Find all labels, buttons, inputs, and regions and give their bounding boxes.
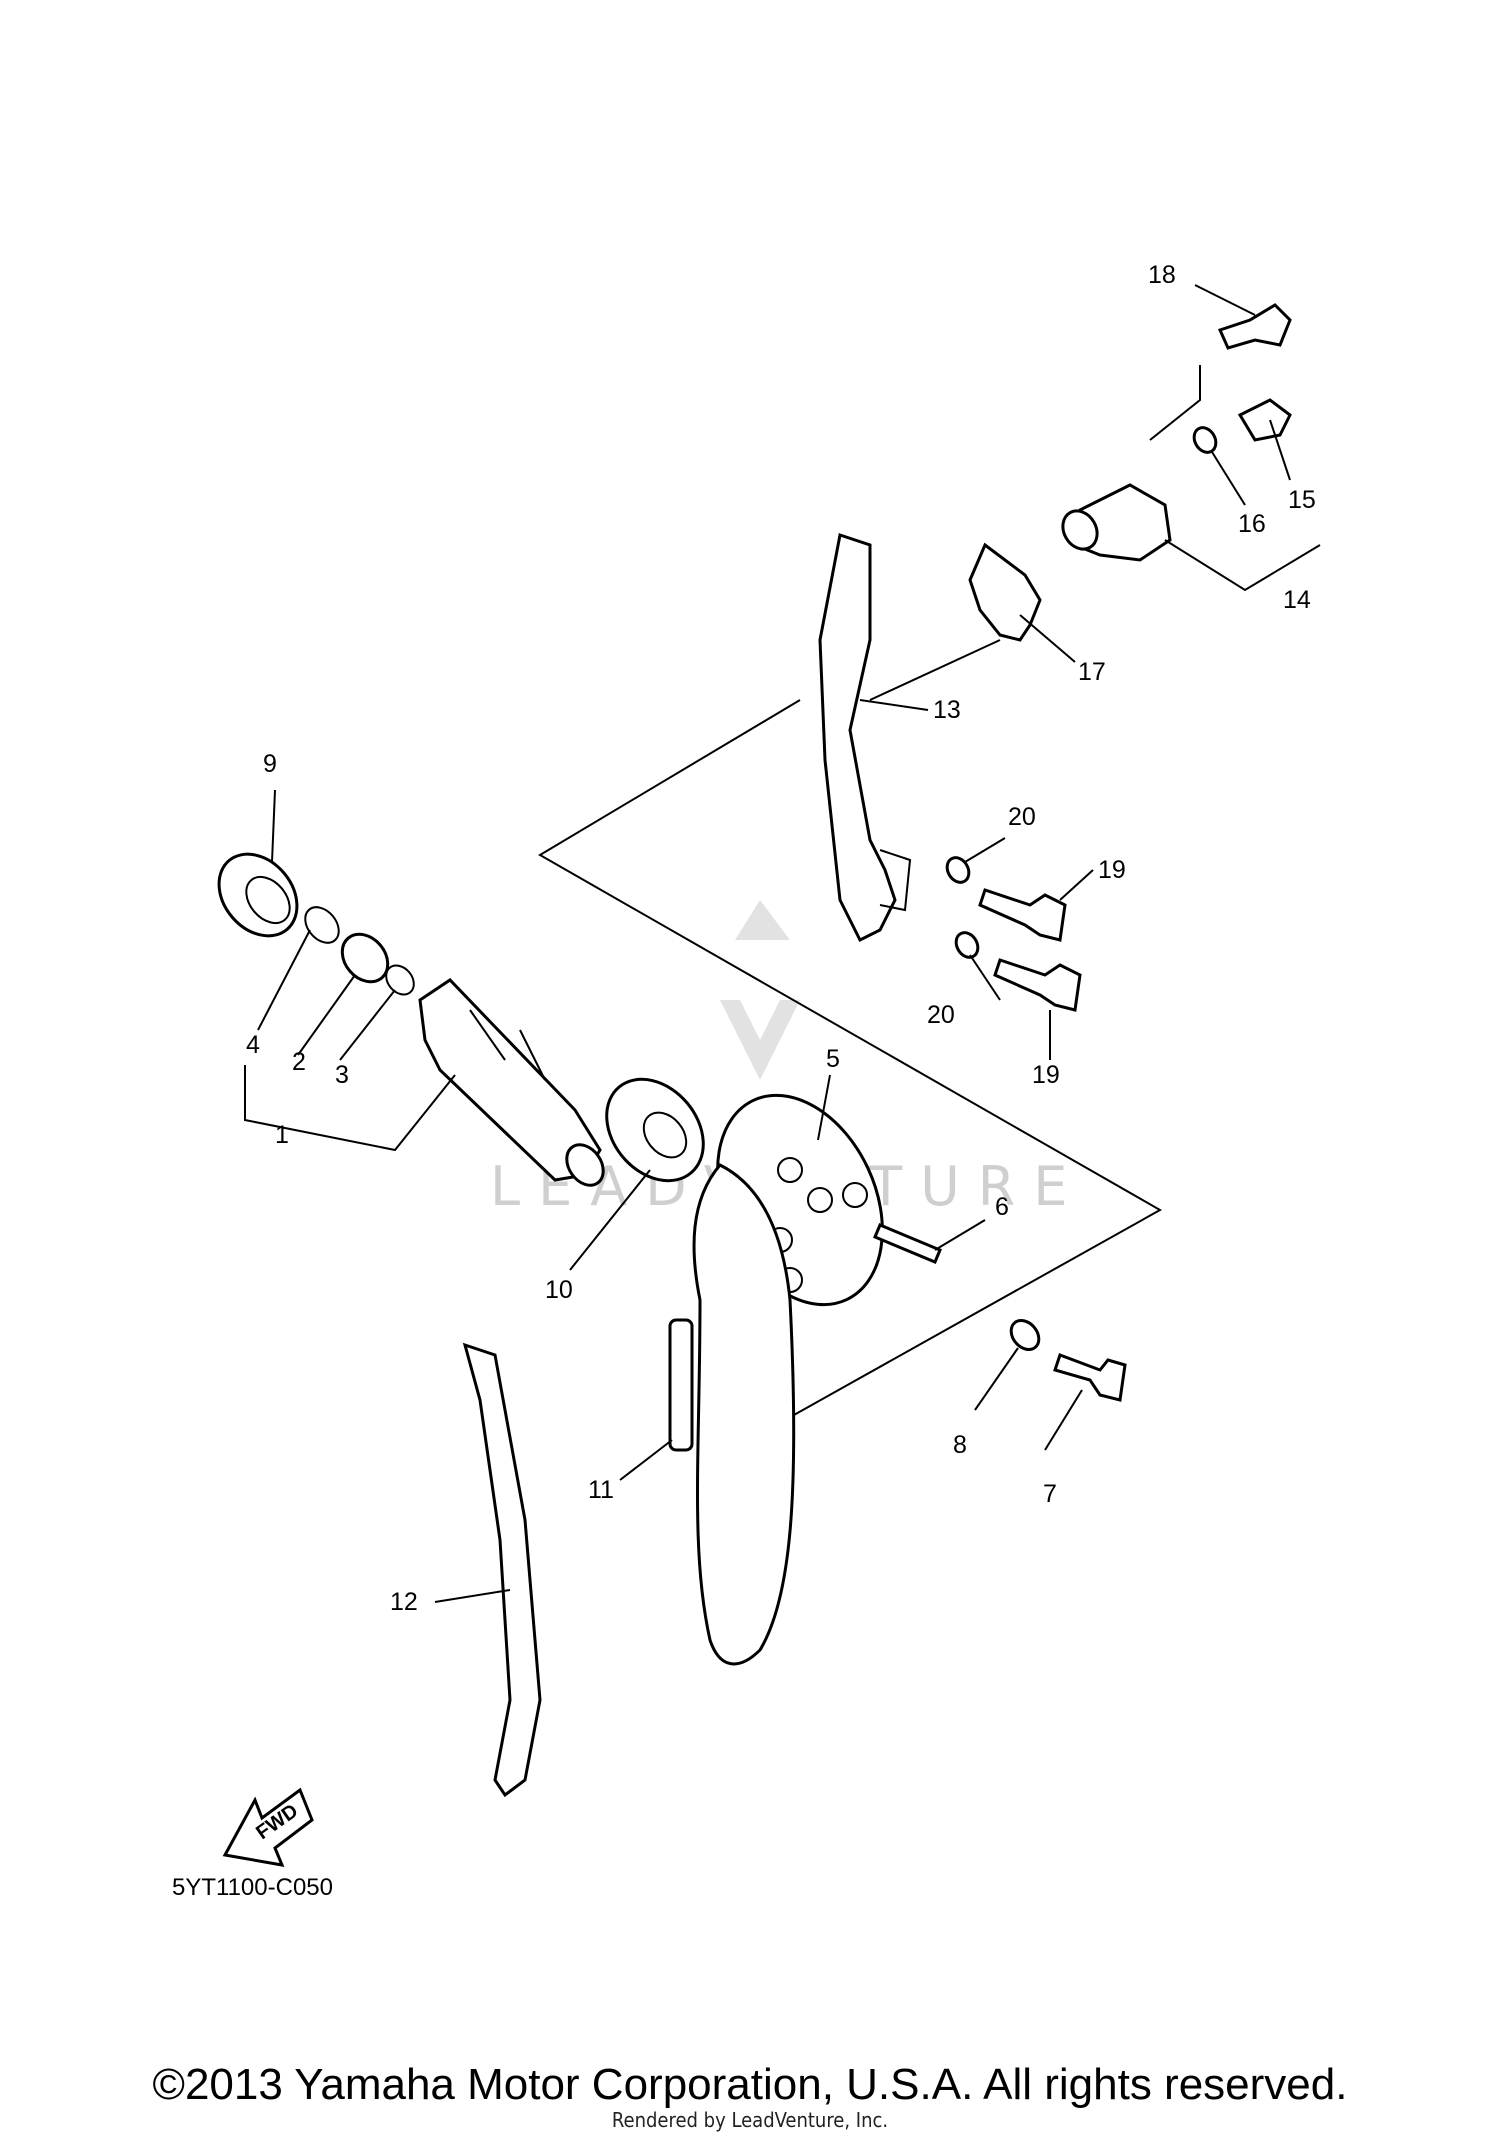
- bolt-19b: [993, 958, 1082, 1012]
- bearing-10: [605, 1077, 705, 1183]
- bolt-18: [1217, 303, 1292, 350]
- label-7: 7: [1043, 1480, 1057, 1508]
- label-11: 11: [588, 1476, 614, 1504]
- cam-chain: [668, 1163, 796, 1666]
- label-12: 12: [390, 1588, 418, 1616]
- leader-lines: [244, 284, 1321, 1603]
- label-2: 2: [292, 1048, 306, 1076]
- washer-20b: [954, 931, 980, 959]
- label-13: 13: [933, 696, 961, 724]
- gasket-17: [968, 542, 1042, 642]
- label-20a: 20: [1008, 803, 1036, 831]
- label-9: 9: [263, 750, 277, 778]
- bolt-19a: [978, 888, 1067, 942]
- tensioner-guide-13: [818, 533, 912, 943]
- dowel-pin-6: [873, 1223, 942, 1264]
- label-8: 8: [953, 1431, 967, 1459]
- washer-16: [1192, 426, 1218, 454]
- washer-8: [1009, 1319, 1041, 1351]
- bolt-7: [1053, 1353, 1127, 1402]
- tensioner-14: [1061, 483, 1172, 562]
- chain-guide-12: [462, 1342, 542, 1798]
- label-20b: 20: [927, 1001, 955, 1029]
- label-14: 14: [1283, 586, 1311, 614]
- label-17: 17: [1078, 658, 1106, 686]
- label-18: 18: [1148, 261, 1176, 289]
- label-3: 3: [335, 1061, 349, 1089]
- copyright-notice: ©2013 Yamaha Motor Corporation, U.S.A. A…: [152, 2060, 1348, 2109]
- fwd-arrow: FWD: [222, 1787, 314, 1867]
- bearing-9: [217, 852, 299, 938]
- label-5: 5: [826, 1045, 840, 1073]
- sleeve-2: [340, 932, 390, 984]
- label-10: 10: [545, 1276, 573, 1304]
- washer-20a: [945, 856, 971, 884]
- label-16: 16: [1238, 510, 1266, 538]
- part-labels: 9 4 2 3 1 10 5 6 8 7 11 12 13 17 20 20 1…: [246, 261, 1316, 1616]
- circlip-4: [304, 906, 340, 944]
- label-19a: 19: [1098, 856, 1126, 884]
- oring-3: [385, 964, 415, 996]
- diagram-code: 5YT1100-C050: [172, 1874, 333, 1901]
- rendered-by: Rendered by LeadVenture, Inc.: [611, 2108, 889, 2132]
- label-4: 4: [246, 1031, 260, 1059]
- reference-frame: [538, 699, 1163, 1421]
- label-6: 6: [995, 1193, 1009, 1221]
- label-15: 15: [1288, 486, 1316, 514]
- label-19b: 19: [1032, 1061, 1060, 1089]
- label-1: 1: [275, 1121, 289, 1149]
- plug-15: [1237, 398, 1292, 442]
- camshaft: [418, 978, 605, 1187]
